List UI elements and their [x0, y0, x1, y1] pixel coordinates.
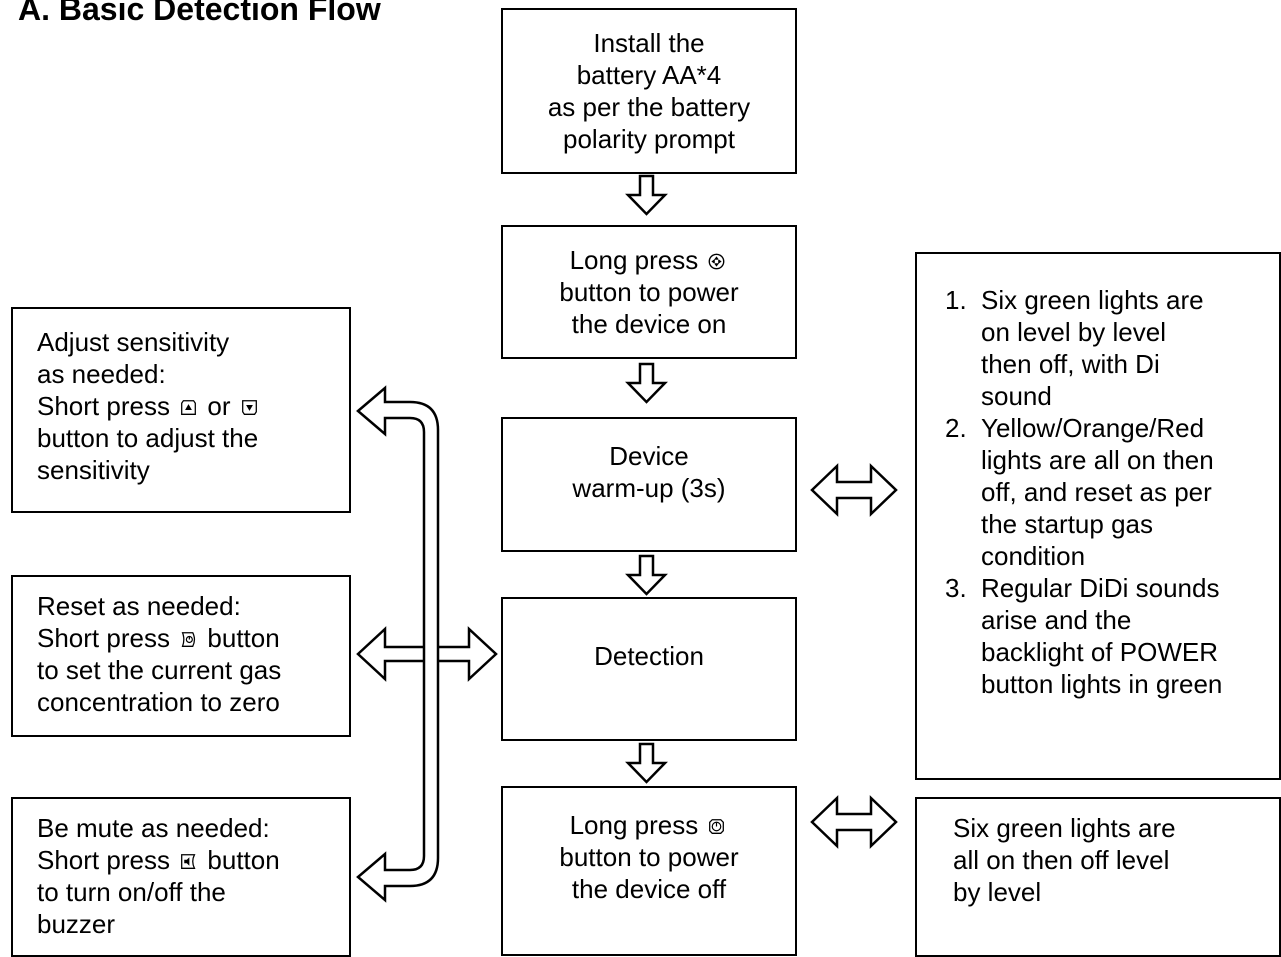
note-1-line-2: on level by level — [981, 317, 1166, 347]
poweroff-notes-box: Six green lights are all on then off lev… — [915, 797, 1281, 957]
poweroff-double-arrow — [810, 795, 898, 849]
warmup-line-2: warm-up (3s) — [572, 473, 726, 503]
note-number-3: 3. — [945, 573, 967, 603]
mute-line-4: buzzer — [37, 909, 116, 939]
note-1-line-1: Six green lights are — [981, 285, 1204, 315]
branch-bracket-arrow — [356, 385, 440, 903]
mute-box: Be mute as needed: Short press button to… — [11, 797, 351, 957]
note-3-line-3: backlight of POWER — [981, 637, 1218, 667]
sensitivity-line-5: sensitivity — [37, 455, 150, 485]
down-arrow-2 — [625, 362, 668, 404]
note-2-line-1: Yellow/Orange/Red — [981, 413, 1205, 443]
sensitivity-line-4: button to adjust the — [37, 423, 259, 453]
mute-line-1: Be mute as needed: — [37, 813, 270, 843]
note-2-line-4: the startup gas — [981, 509, 1153, 539]
warmup-notes-box: 1. Six green lights are on level by leve… — [915, 252, 1281, 780]
reset-button-icon — [181, 632, 196, 647]
power-button-icon — [709, 253, 725, 270]
sensitivity-line-1: Adjust sensitivity — [37, 327, 230, 357]
note-number-1: 1. — [945, 285, 967, 315]
install-line-4: polarity prompt — [563, 124, 735, 154]
note-1-line-3: then off, with Di — [981, 349, 1160, 379]
power-on-line-3: the device on — [571, 309, 727, 339]
power-on-line-2: button to power — [559, 277, 739, 307]
down-arrow-4 — [625, 742, 668, 784]
down-arrow-1 — [625, 174, 668, 216]
power-off-line-1: Long press — [503, 810, 795, 840]
reset-line-2: Short press button — [37, 623, 280, 653]
warmup-box: Device warm-up (3s) — [501, 417, 797, 552]
note-2-line-3: off, and reset as per — [981, 477, 1212, 507]
install-line-1: Install the — [593, 28, 705, 58]
note-2-line-2: lights are all on then — [981, 445, 1214, 475]
note-3-line-2: arise and the — [981, 605, 1132, 635]
detection-box: Detection — [501, 597, 797, 741]
reset-line-4: concentration to zero — [37, 687, 280, 717]
note-3-line-4: button lights in green — [981, 669, 1223, 699]
mute-line-3: to turn on/off the — [37, 877, 226, 907]
note-1-line-4: sound — [981, 381, 1052, 411]
down-arrow-3 — [625, 554, 668, 596]
note-number-2: 2. — [945, 413, 967, 443]
poweroff-note-line-2: all on then off level — [953, 845, 1170, 875]
power-on-line-1: Long press — [503, 245, 795, 275]
install-battery-box: Install the battery AA*4 as per the batt… — [501, 8, 797, 174]
power-off-line-2: button to power — [559, 842, 739, 872]
power-off-box: Long press button to power the device of… — [501, 786, 797, 956]
reset-line-3: to set the current gas — [37, 655, 282, 685]
install-line-3: as per the battery — [547, 92, 751, 122]
sensitivity-line-2: as needed: — [37, 359, 166, 389]
reset-line-1: Reset as needed: — [37, 591, 241, 621]
power-off-line-3: the device off — [571, 874, 727, 904]
install-line-2: battery AA*4 — [576, 60, 722, 90]
mute-button-icon — [181, 854, 196, 869]
power-on-box: Long press button to power the device on — [501, 225, 797, 359]
poweroff-note-line-3: by level — [953, 877, 1042, 907]
note-2-line-5: condition — [981, 541, 1086, 571]
sensitivity-box: Adjust sensitivity as needed: Short pres… — [11, 307, 351, 513]
down-button-icon — [241, 400, 257, 415]
detection-label: Detection — [594, 641, 704, 671]
warmup-line-1: Device — [609, 441, 689, 471]
note-3-line-1: Regular DiDi sounds — [981, 573, 1220, 603]
poweroff-note-line-1: Six green lights are — [953, 813, 1176, 843]
diagram-title: A. Basic Detection Flow — [18, 0, 381, 27]
mute-line-2: Short press button — [37, 845, 280, 875]
power-button-icon — [709, 819, 725, 834]
sensitivity-line-3: Short press or — [37, 391, 261, 421]
up-button-icon — [181, 400, 197, 415]
reset-box: Reset as needed: Short press button to s… — [11, 575, 351, 737]
warmup-double-arrow — [810, 463, 898, 517]
